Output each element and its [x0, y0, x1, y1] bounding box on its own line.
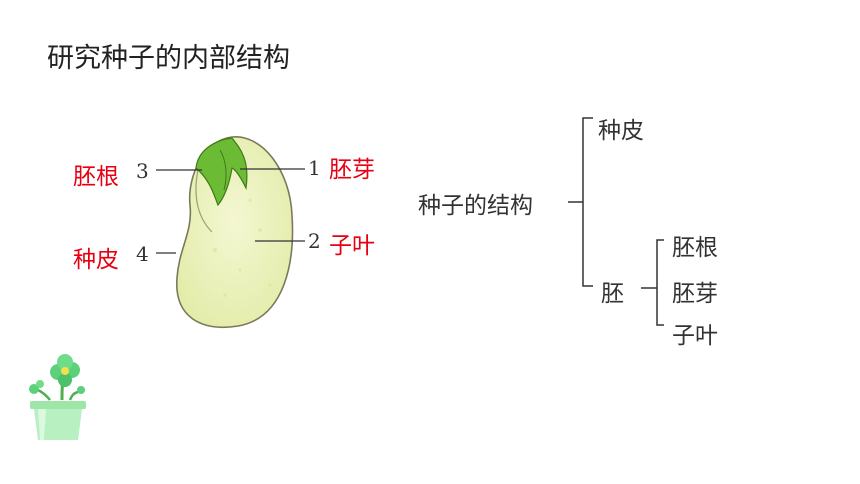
tree-embryo: 胚: [601, 281, 624, 307]
seed-coat-shape: [176, 136, 294, 328]
seed-number-3: 3: [136, 159, 149, 183]
tree-radicle: 胚根: [672, 235, 718, 261]
tree-root: 种子的结构: [418, 193, 533, 219]
label-seed-coat: 种皮: [73, 247, 119, 273]
seed-number-4: 4: [136, 242, 149, 266]
slide-title: 研究种子的内部结构: [47, 43, 290, 74]
label-radicle: 胚根: [73, 164, 119, 190]
seed-number-1: 1: [308, 156, 321, 180]
radicle-outline: [195, 169, 213, 233]
label-cotyledon: 子叶: [329, 233, 375, 259]
embryo-bracket: [656, 239, 664, 326]
label-plumule: 胚芽: [329, 157, 375, 183]
tree-cotyledon: 子叶: [672, 323, 718, 349]
tree-seed-coat: 种皮: [598, 118, 644, 144]
plumule-shape: [195, 137, 248, 207]
seed-number-2: 2: [308, 229, 321, 253]
tree-plumule: 胚芽: [672, 281, 718, 307]
